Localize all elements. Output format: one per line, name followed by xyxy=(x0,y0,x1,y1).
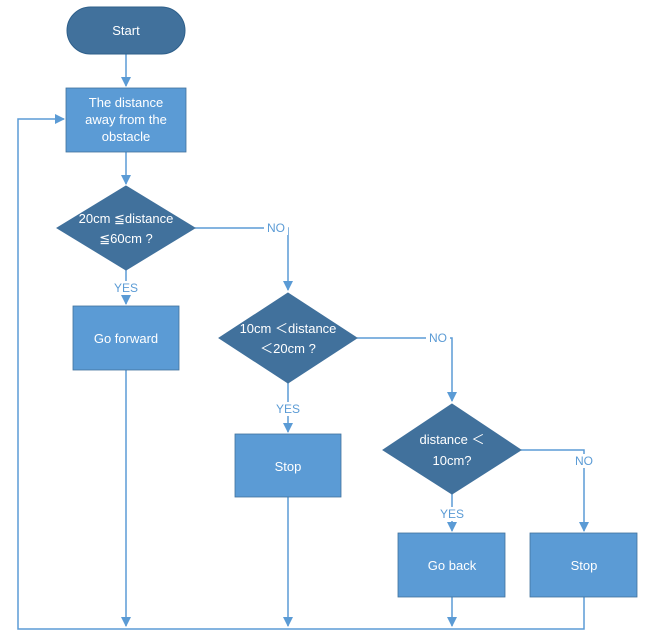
decision2-no-label: NO xyxy=(429,331,447,345)
decision3-line-1: distance ＜ xyxy=(419,432,484,447)
decision1-line-1: 20cm ≦distance xyxy=(79,211,174,226)
go-forward-node: Go forward xyxy=(72,305,180,371)
stop-node-1: Stop xyxy=(234,433,342,498)
decision3-line-2: 10cm? xyxy=(432,453,471,468)
start-node: Start xyxy=(66,6,186,55)
decision2-line-2: ＜20cm ? xyxy=(260,341,316,356)
edge-decision2-no xyxy=(357,337,457,402)
edge-decision3-no xyxy=(521,449,589,532)
edge-labels: YES NO YES NO YES NO xyxy=(114,221,596,521)
go-back-label: Go back xyxy=(428,558,477,573)
edge-loop-back xyxy=(17,114,585,630)
decision1-yes-label: YES xyxy=(114,281,138,295)
decision-10-20-node: 10cm ＜distance ＜20cm ? xyxy=(218,292,358,384)
start-label: Start xyxy=(112,23,140,38)
decision-under-10-node: distance ＜ 10cm? xyxy=(382,403,522,495)
measure-line-1: The distance xyxy=(89,95,163,110)
stop2-label: Stop xyxy=(571,558,598,573)
measure-line-2: away from the xyxy=(85,112,167,127)
decision3-no-label: NO xyxy=(575,454,593,468)
stop-node-2: Stop xyxy=(529,532,638,598)
decision3-yes-label: YES xyxy=(440,507,464,521)
decision1-line-2: ≦60cm ? xyxy=(99,231,153,246)
connectors xyxy=(17,54,589,630)
decision-20-60-node: 20cm ≦distance ≦60cm ? xyxy=(56,185,196,271)
decision2-yes-label: YES xyxy=(276,402,300,416)
decision2-line-1: 10cm ＜distance xyxy=(240,321,337,336)
stop1-label: Stop xyxy=(275,459,302,474)
go-back-node: Go back xyxy=(397,532,506,598)
edge-decision1-no xyxy=(195,227,293,291)
go-forward-label: Go forward xyxy=(94,331,158,346)
decision1-no-label: NO xyxy=(267,221,285,235)
measure-distance-node: The distance away from the obstacle xyxy=(65,87,187,153)
measure-line-3: obstacle xyxy=(102,129,150,144)
